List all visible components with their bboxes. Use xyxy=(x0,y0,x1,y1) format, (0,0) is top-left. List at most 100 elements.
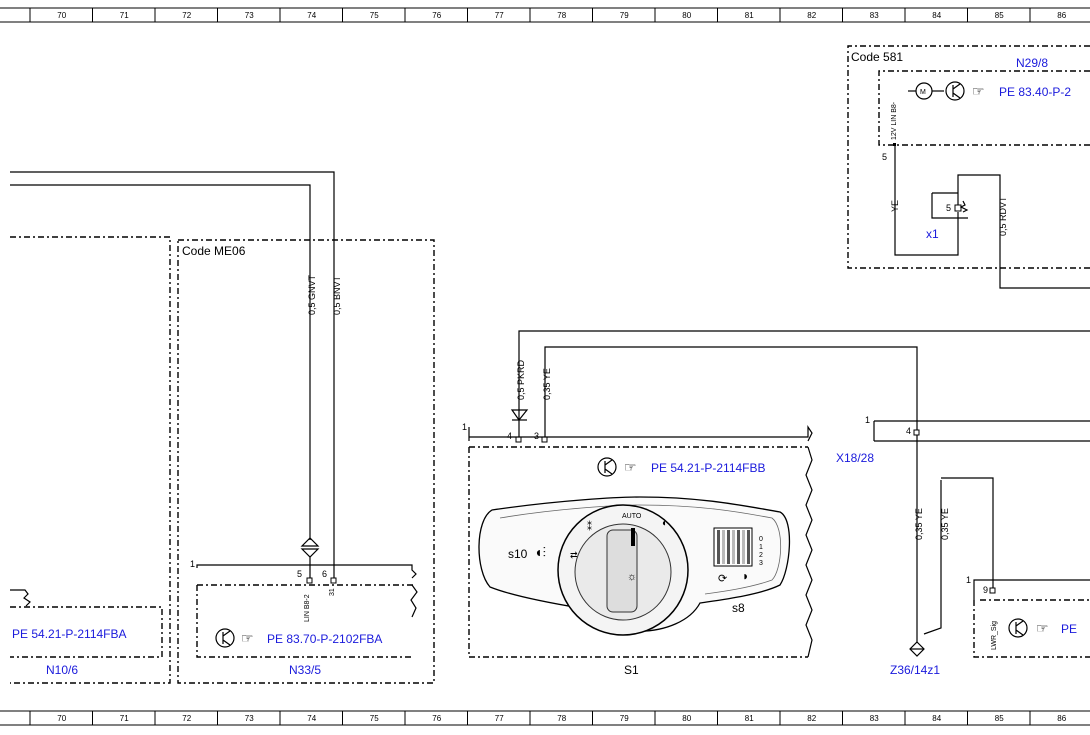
parking-light-icon: ⁑ xyxy=(587,521,592,533)
s1-wires: 0,5 PKRD 0,35 YE xyxy=(510,330,1090,437)
side-light-icon: ⇄ xyxy=(570,550,578,560)
ruler-column-72: 72 xyxy=(182,714,191,723)
s1-connector-1: 1 xyxy=(462,422,467,432)
n33-31-label: 31 xyxy=(329,588,336,596)
light-sensor-icon: ☼ xyxy=(627,571,637,583)
n33-pin-6: 6 xyxy=(322,569,327,579)
ruler-column-74: 74 xyxy=(307,714,316,723)
s1-pin-4: 4 xyxy=(507,431,512,441)
ref-pe-5421-fba[interactable]: PE 54.21-P-2114FBA xyxy=(12,627,127,641)
ruler-column-71: 71 xyxy=(120,11,129,20)
x1-pin-5: 5 xyxy=(946,203,951,213)
ruler-column-85: 85 xyxy=(995,714,1004,723)
x18-connector-1: 1 xyxy=(865,415,870,425)
wire-rdvt: 0,5 RDVT xyxy=(998,196,1008,236)
ruler-column-75: 75 xyxy=(370,714,379,723)
s10-label: s10 xyxy=(508,547,528,561)
right-connector-1: 1 xyxy=(966,575,971,585)
ruler-column-86: 86 xyxy=(1057,11,1066,20)
wire-035-ye-c: 0,35 YE xyxy=(940,508,950,540)
code-me06-group: Code ME06 1 5 6 LIN B8-2 31 ☞ PE 83.70-P… xyxy=(177,239,435,684)
ruler-column-71: 71 xyxy=(120,714,129,723)
lwr-sig-label: LWR_Sig xyxy=(991,621,998,650)
code-581-label: Code 581 xyxy=(851,50,903,64)
rear-fog-light-icon: ◖⫶ xyxy=(534,544,546,560)
svg-text:M: M xyxy=(920,89,926,96)
pointing-hand-icon: ☞ xyxy=(972,83,985,99)
ruler-column-78: 78 xyxy=(557,714,566,723)
ruler-column-73: 73 xyxy=(245,714,254,723)
transistor-icon xyxy=(945,81,965,101)
ruler-column-76: 76 xyxy=(432,11,441,20)
transistor-icon xyxy=(215,628,235,648)
ruler-column-83: 83 xyxy=(870,11,879,20)
ruler-column-72: 72 xyxy=(182,11,191,20)
pointing-hand-icon: ☞ xyxy=(241,630,254,646)
ruler-column-84: 84 xyxy=(932,11,941,20)
auto-label: AUTO xyxy=(622,513,642,520)
ruler-column-78: 78 xyxy=(557,11,566,20)
wire-ye: YE xyxy=(890,200,900,212)
pointing-hand-icon: ☞ xyxy=(624,459,637,475)
wire-035-ye-b: 0,35 YE xyxy=(914,508,924,540)
ref-pe-8370[interactable]: PE 83.70-P-2102FBA xyxy=(267,632,382,646)
ruler-column-81: 81 xyxy=(745,11,754,20)
ruler-column-77: 77 xyxy=(495,714,504,723)
transistor-icon xyxy=(1008,618,1028,638)
left-wires: 0,5 GNVT 0,5 BNVT xyxy=(10,171,342,578)
transistor-icon xyxy=(597,457,617,477)
ref-pe-8340[interactable]: PE 83.40-P-2 xyxy=(999,85,1071,99)
s8-label: s8 xyxy=(732,601,745,615)
wire-bnvt: 0,5 BNVT xyxy=(332,275,342,315)
scale-1: 1 xyxy=(759,544,763,551)
ruler-column-80: 80 xyxy=(682,11,691,20)
x18-pin-4: 4 xyxy=(906,426,911,436)
wire-gnvt: 0,5 GNVT xyxy=(307,274,317,315)
s1-label: S1 xyxy=(624,663,639,677)
wire-pkrd: 0,5 PKRD xyxy=(516,359,526,400)
ref-pe-5421-fbb[interactable]: PE 54.21-P-2114FBB xyxy=(651,461,766,475)
ruler-column-79: 79 xyxy=(620,714,629,723)
n10-6-label: N10/6 xyxy=(46,663,78,677)
n29-8-label: N29/8 xyxy=(1016,56,1048,70)
x18-28-label: X18/28 xyxy=(836,451,874,465)
low-beam-icon: ◐ xyxy=(662,518,668,529)
scale-2: 2 xyxy=(759,552,763,559)
ruler-column-81: 81 xyxy=(745,714,754,723)
n33-connector-1: 1 xyxy=(190,559,195,569)
ruler-column-77: 77 xyxy=(495,11,504,20)
s1-group: 1 4 3 ☞ PE 54.21-P-2114FBB AUTO ⁑ ◐ ⇄ ☼ … xyxy=(462,422,813,677)
wire-035-ye-a: 0,35 YE xyxy=(542,368,552,400)
s1-pin-3: 3 xyxy=(534,431,539,441)
ruler-column-73: 73 xyxy=(245,11,254,20)
x1-label: x1 xyxy=(926,227,939,241)
headlamp-icon: ◗ xyxy=(742,569,749,583)
n29-pin-5: 5 xyxy=(882,152,887,162)
scale-3: 3 xyxy=(759,560,763,567)
ruler-column-70: 70 xyxy=(57,11,66,20)
ruler-column-82: 82 xyxy=(807,11,816,20)
n33-pin-5: 5 xyxy=(297,569,302,579)
ruler-column-80: 80 xyxy=(682,714,691,723)
code-me06-label: Code ME06 xyxy=(182,244,246,258)
n10-6-group: PE 54.21-P-2114FBA N10/6 xyxy=(10,236,171,684)
ruler-column-84: 84 xyxy=(932,714,941,723)
ruler-column-86: 86 xyxy=(1057,714,1066,723)
x18-28-group: 1 4 X18/28 0,35 YE 0,35 YE Z36/14z1 xyxy=(836,415,1090,677)
code-581-group: Code 581 N29/8 M ☞ PE 83.40-P-2 12V LIN … xyxy=(847,45,1090,289)
z36-14z1-label: Z36/14z1 xyxy=(890,663,940,677)
right-pin-9: 9 xyxy=(983,585,988,595)
ref-pe-right[interactable]: PE xyxy=(1061,622,1077,636)
ruler-column-85: 85 xyxy=(995,11,1004,20)
right-component-group: 1 9 LWR_Sig ☞ PE xyxy=(966,575,1090,658)
n29-lin-label: 12V LIN B8- xyxy=(891,101,898,140)
ruler-column-82: 82 xyxy=(807,714,816,723)
headlamp-range-icon: ⟳ xyxy=(718,573,727,585)
n33-5-label: N33/5 xyxy=(289,663,321,677)
ruler-column-74: 74 xyxy=(307,11,316,20)
ruler-column-70: 70 xyxy=(57,714,66,723)
ruler-column-76: 76 xyxy=(432,714,441,723)
pointing-hand-icon: ☞ xyxy=(1036,620,1049,636)
